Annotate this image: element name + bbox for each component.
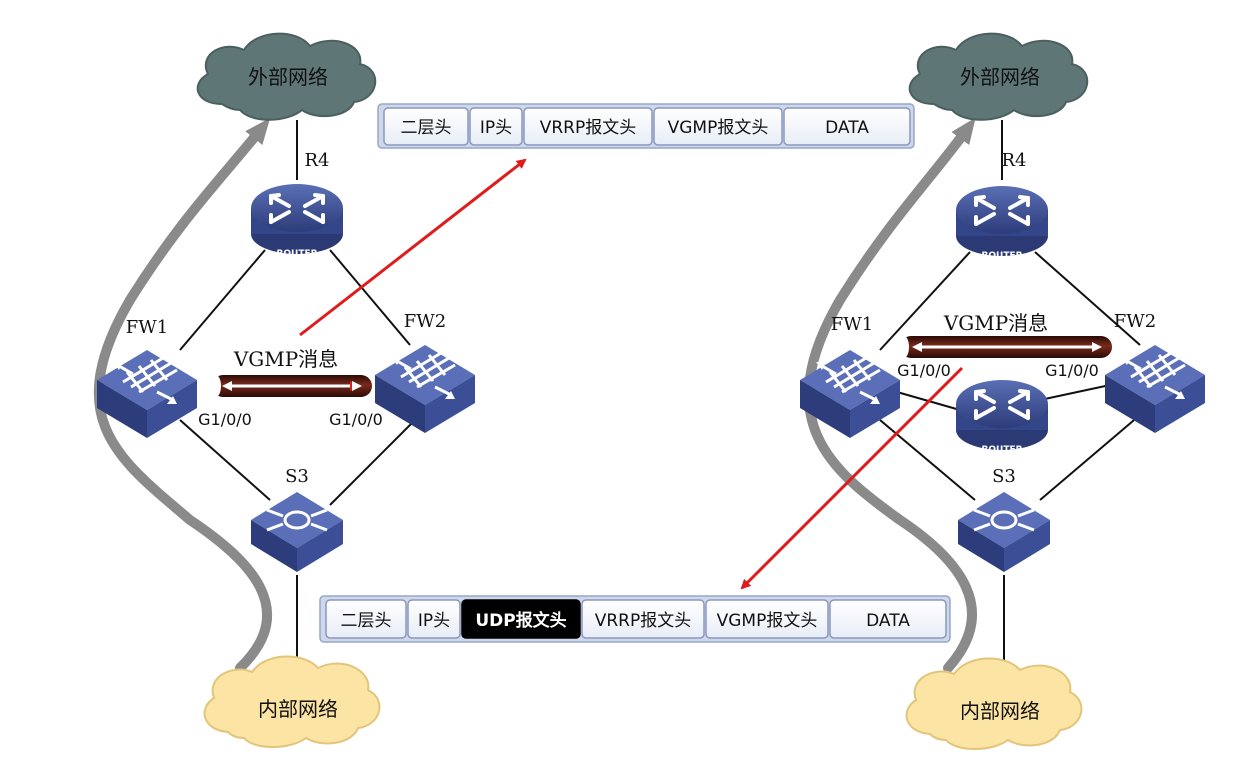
right-vgmp-tunnel [899, 336, 1112, 358]
right-topology: 外部网络 内部网络 R4 ROUTER ROUTER FW1 FW2 [798, 32, 1207, 750]
left-cloud-external [196, 32, 377, 121]
packet-bottom-field-label: IP头 [418, 611, 450, 631]
right-fw2-icon [1103, 343, 1207, 435]
packet-bottom-field-label: VGMP报文头 [717, 611, 818, 631]
left-port-fw2: G1/0/0 [329, 410, 383, 429]
packet-top-field: 二层头 [383, 107, 469, 146]
left-cloud-external-label: 外部网络 [248, 65, 328, 89]
left-switch-icon [249, 490, 345, 574]
left-topology: 外部网络 内部网络 R4 ROUTER FW1 FW2 VGM [93, 32, 477, 748]
packet-top-field-label: IP头 [480, 118, 512, 138]
left-router-label: R4 [304, 150, 329, 171]
packet-bottom-field-label: VRRP报文头 [595, 611, 692, 631]
left-cloud-internal [203, 655, 381, 748]
right-router-label: R4 [1001, 150, 1026, 171]
packet-top-field-label: VRRP报文头 [540, 118, 637, 138]
packet-bottom-field-label: 二层头 [341, 611, 392, 631]
left-router-icon: ROUTER [249, 182, 345, 259]
left-switch-label: S3 [285, 466, 309, 487]
right-switch-label: S3 [992, 466, 1016, 487]
right-links [879, 120, 1141, 665]
left-cloud-internal-label: 内部网络 [258, 697, 338, 721]
right-cloud-external-label: 外部网络 [960, 65, 1040, 89]
packet-bottom: 二层头 IP头 UDP报文头 VRRP报文头 VGMP报文头 DATA [319, 595, 951, 643]
packet-top-field: DATA [783, 107, 911, 146]
packet-bottom-field-label: DATA [866, 611, 910, 631]
left-port-fw1: G1/0/0 [198, 410, 252, 429]
right-router-caption: ROUTER [981, 251, 1022, 261]
left-traffic-flow-arrow [93, 117, 273, 673]
left-fw2-icon [373, 343, 477, 435]
right-switch-icon [956, 490, 1052, 574]
right-middle-router-caption: ROUTER [981, 445, 1022, 455]
packet-top-field: VRRP报文头 [523, 107, 653, 146]
right-middle-router-icon: ROUTER [954, 378, 1050, 455]
packet-bottom-field: 二层头 [325, 599, 407, 639]
right-vgmp-label: VGMP消息 [943, 311, 1048, 335]
packet-bottom-field: DATA [829, 599, 947, 639]
right-router-icon: ROUTER [954, 184, 1050, 261]
packet-top-field-label: VGMP报文头 [668, 118, 769, 138]
left-fw1-label: FW1 [126, 317, 168, 338]
packet-top-field: IP头 [469, 107, 523, 146]
packet-bottom-field: VRRP报文头 [581, 599, 705, 639]
packet-bottom-field: VGMP报文头 [705, 599, 829, 639]
right-port-fw2: G1/0/0 [1045, 361, 1099, 380]
right-cloud-internal [905, 657, 1083, 750]
left-links [179, 120, 421, 665]
packet-bottom-field: IP头 [407, 599, 461, 639]
top-pointer-arrow [299, 158, 527, 337]
right-fw1-label: FW1 [831, 314, 873, 335]
packet-bottom-field-label: UDP报文头 [475, 610, 566, 631]
left-fw2-label: FW2 [404, 311, 446, 332]
left-vgmp-tunnel [211, 375, 372, 397]
packet-top-field-label: 二层头 [401, 118, 452, 138]
left-router-caption: ROUTER [276, 249, 317, 259]
packet-top: 二层头 IP头 VRRP报文头 VGMP报文头 DATA [377, 103, 915, 149]
right-fw2-label: FW2 [1114, 311, 1156, 332]
packet-top-field-label: DATA [825, 118, 869, 138]
right-cloud-external [908, 32, 1089, 121]
right-cloud-internal-label: 内部网络 [960, 699, 1040, 723]
right-traffic-flow-arrow [803, 117, 977, 673]
packet-top-field: VGMP报文头 [653, 107, 783, 146]
left-fw1-icon [95, 348, 199, 440]
bottom-pointer-arrow [740, 366, 964, 590]
packet-bottom-field-udp: UDP报文头 [461, 599, 581, 639]
right-port-fw1: G1/0/0 [897, 361, 951, 380]
left-vgmp-label: VGMP消息 [233, 347, 338, 371]
